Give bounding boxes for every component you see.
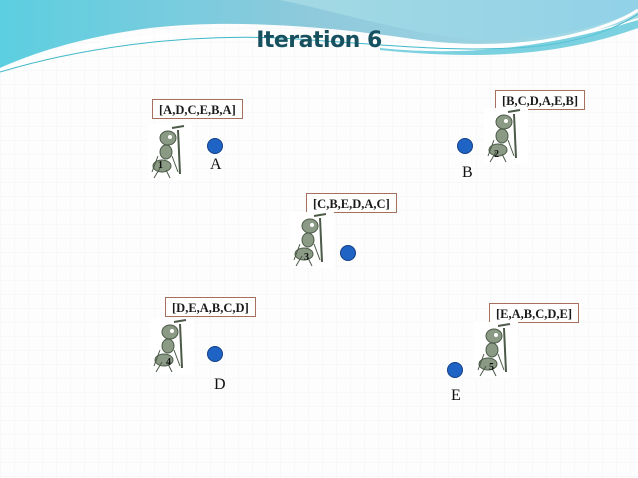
node-e xyxy=(447,362,463,378)
node-d-label: D xyxy=(214,376,226,393)
ant-1-icon xyxy=(148,124,192,180)
slide-title: Iteration 6 xyxy=(256,28,382,53)
ant-1-tour-box: [A,D,C,E,B,A] xyxy=(152,99,243,119)
node-b xyxy=(457,138,473,154)
ant-4-number: 4 xyxy=(166,357,171,368)
ant-4-icon xyxy=(150,318,194,374)
ant-2-tour-box: [B,C,D,A,E,B] xyxy=(495,90,586,110)
ant-4-tour-box: [D,E,A,B,C,D] xyxy=(165,297,256,317)
ant-1-number: 1 xyxy=(158,160,163,171)
ant-3-number: 3 xyxy=(304,252,309,263)
node-b-label: B xyxy=(462,164,473,181)
node-e-label: E xyxy=(451,387,461,404)
ant-5-tour-box: [E,A,B,C,D,E] xyxy=(489,303,580,323)
ant-2-icon xyxy=(484,108,528,164)
ant-3-tour-box: [C,B,E,D,A,C] xyxy=(306,193,397,213)
ant-5-number: 5 xyxy=(489,362,494,373)
ant-3-icon xyxy=(290,212,334,268)
node-d xyxy=(207,346,223,362)
ant-2-number: 2 xyxy=(494,149,499,160)
node-a xyxy=(207,138,223,154)
header-wave-decoration xyxy=(0,0,638,73)
ant-5-icon xyxy=(474,322,518,378)
node-a-label: A xyxy=(210,156,222,173)
node-c xyxy=(340,245,356,261)
